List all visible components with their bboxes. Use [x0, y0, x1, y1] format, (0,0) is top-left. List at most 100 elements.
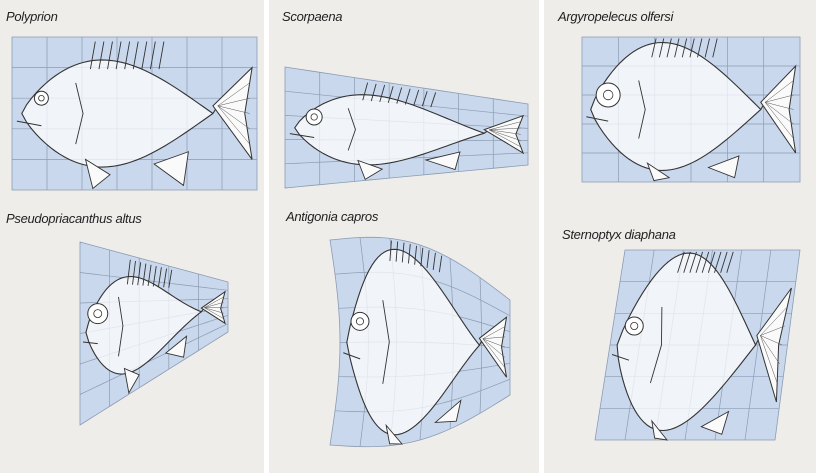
dorsal-spine — [726, 251, 734, 273]
dorsal-spine — [387, 86, 394, 103]
gill-cover — [382, 300, 390, 384]
grid-line — [79, 323, 229, 395]
dorsal-spine — [689, 38, 695, 58]
dorsal-spine — [658, 38, 665, 58]
dorsal-spine — [432, 252, 436, 271]
dorsal-spine — [396, 87, 403, 104]
dorsal-spine — [407, 244, 411, 264]
dorsal-spine — [421, 91, 428, 107]
dorsal-spine — [438, 255, 443, 273]
dorsal-spine — [149, 41, 156, 70]
panel-argyropelecus — [581, 36, 801, 183]
fin-ray — [489, 121, 521, 131]
dorsal-spine — [651, 38, 657, 58]
dorsal-spine — [141, 41, 148, 70]
mouth — [343, 352, 361, 360]
dorsal-spine — [152, 265, 157, 287]
pelvic-fin — [651, 419, 669, 441]
panel-polyprion — [11, 36, 258, 191]
dorsal-spine — [695, 251, 704, 273]
dorsal-spine — [168, 269, 173, 288]
dorsal-spine — [714, 251, 722, 273]
fin-ray — [204, 296, 224, 308]
dorsal-spine — [157, 267, 162, 287]
dorsal-spine — [414, 245, 418, 265]
dorsal-spine — [707, 251, 716, 273]
panel-sternoptyx — [594, 249, 801, 441]
eye — [305, 108, 323, 126]
fin-ray — [217, 82, 250, 107]
fin-ray — [489, 129, 521, 135]
fin-ray — [482, 338, 506, 368]
fin-ray — [764, 80, 794, 103]
gill-cover — [638, 80, 646, 139]
pupil — [38, 94, 45, 102]
dorsal-spine — [401, 242, 405, 263]
dorsal-spine — [126, 259, 131, 285]
dorsal-spine — [132, 41, 139, 70]
fin-ray — [217, 105, 250, 145]
dorsal-spine — [98, 41, 105, 70]
dorsal-spine — [147, 264, 152, 287]
dorsal-spine — [137, 262, 142, 286]
dorsal-spine — [404, 88, 411, 105]
label-argyropelecus: Argyropelecus olfersi — [558, 9, 674, 24]
dorsal-spine — [395, 241, 399, 262]
label-antigonia: Antigonia capros — [286, 209, 379, 224]
pupil — [93, 309, 103, 319]
tail-fin — [212, 66, 253, 160]
dorsal-spine — [681, 38, 688, 58]
anal-fin — [700, 410, 730, 435]
fin-ray — [760, 306, 788, 336]
fin-ray — [482, 326, 505, 340]
eye — [87, 303, 109, 325]
dorsal-spine — [362, 82, 369, 101]
tail-fin — [483, 114, 525, 155]
pupil — [310, 113, 318, 121]
fin-ray — [482, 338, 506, 358]
dorsal-spine — [674, 38, 680, 58]
dorsal-spine — [158, 41, 165, 70]
eye — [624, 316, 644, 336]
panel-scorpaena — [284, 66, 529, 189]
dorsal-spine — [683, 251, 691, 273]
anal-fin — [424, 151, 461, 171]
fin-ray — [764, 102, 794, 125]
dorsal-spine — [689, 251, 697, 273]
gill-cover — [118, 296, 124, 357]
fin-ray — [204, 302, 224, 308]
pupil — [355, 317, 364, 326]
dorsal-spine — [430, 92, 437, 108]
fin-ray — [760, 335, 783, 346]
dorsal-spine — [420, 247, 424, 267]
fin-ray — [765, 94, 794, 103]
mouth — [16, 120, 42, 127]
fin-ray — [489, 129, 521, 141]
fin-ray — [489, 129, 521, 148]
dorsal-spine — [142, 263, 147, 286]
pupil — [630, 321, 639, 330]
fin-ray — [204, 307, 224, 314]
label-scorpaena: Scorpaena — [282, 9, 343, 24]
dorsal-spine — [132, 260, 136, 285]
gill-cover — [649, 306, 663, 384]
label-pseudopriacanthus: Pseudopriacanthus altus — [6, 211, 142, 226]
fin-ray — [217, 105, 250, 114]
label-polyprion: Polyprion — [6, 9, 58, 24]
mouth — [586, 116, 609, 122]
fin-ray — [765, 102, 794, 110]
gill-cover — [347, 108, 356, 151]
mouth — [611, 354, 630, 361]
mouth — [289, 133, 315, 138]
dorsal-spine — [712, 38, 718, 58]
pelvic-fin — [84, 158, 111, 190]
fin-ray — [760, 335, 778, 384]
anal-fin — [707, 155, 740, 179]
fin-ray — [217, 105, 250, 130]
anal-fin — [434, 399, 462, 423]
pelvic-fin — [357, 159, 384, 181]
panel-pseudopriacanthus — [79, 241, 229, 426]
dorsal-spine — [370, 83, 377, 102]
